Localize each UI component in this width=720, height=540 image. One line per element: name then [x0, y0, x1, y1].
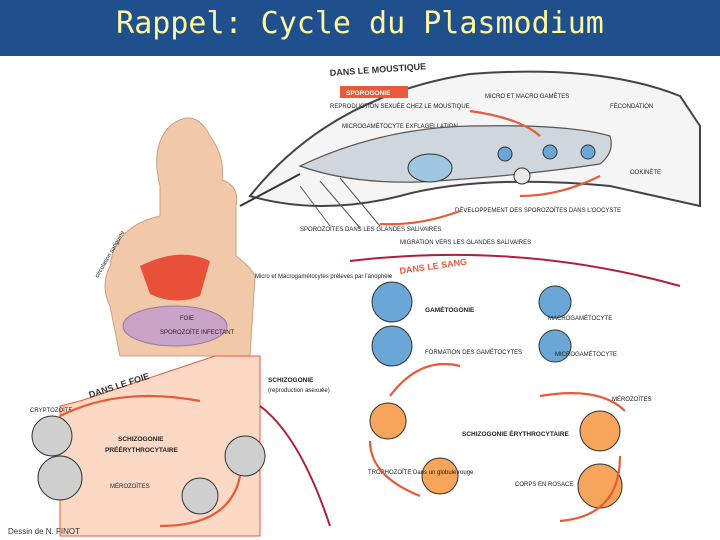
blood-header: DANS LE SANG	[399, 257, 468, 276]
gametogonie-label: GAMÉTOGONIE	[425, 305, 475, 314]
preerythro-line2: PRÉÉRYTHROCYTAIRE	[105, 445, 179, 454]
liver	[122, 305, 228, 347]
plasmodium-cycle-diagram: DANS LE MOUSTIQUE SPOROGONIE REPRODUCTIO…	[8, 61, 701, 537]
arrow-ery-3	[368, 440, 421, 498]
reproduction-label: REPRODUCTION SEXUÉE CHEZ LE MOUSTIQUE	[330, 103, 470, 110]
developpement-label: DÉVELOPPEMENT DES SPOROZOÏTES DANS L'OOC…	[455, 207, 621, 214]
trophozoite-label: TROPHOZOÏTE Dans un globule rouge	[368, 469, 474, 476]
sporogonie-badge	[340, 86, 408, 98]
arrow-ery-4	[389, 362, 461, 397]
human-body	[104, 117, 256, 357]
credit-text: Dessin de N. FINOT	[8, 527, 80, 536]
schizogonie-ery-label: SCHIZOGONIE ÉRYTHROCYTAIRE	[462, 429, 570, 438]
liver-cell-2	[37, 455, 83, 501]
micro-macro-gametes-label: MICRO ET MACRO GAMÈTES	[485, 93, 569, 100]
mosquito-section: DANS LE MOUSTIQUE SPOROGONIE REPRODUCTIO…	[239, 61, 701, 246]
liver-merozoites-label: MÉROZOÏTES	[110, 483, 150, 490]
preerythro-line1: SCHIZOGONIE	[118, 436, 164, 443]
sporozoite-infectant-label: SPOROZOÏTE INFECTANT	[160, 329, 235, 336]
blood-arc	[349, 253, 681, 287]
arrow-liver-1	[59, 394, 201, 417]
blood-section: DANS LE SANG GAMÉTOGONIE MACROGAMÉTOCYTE…	[349, 253, 681, 523]
migration-label: MIGRATION VERS LES GLANDES SALIVAIRES	[400, 240, 531, 246]
microgametocyte-label: MICROGAMÉTOCYTE	[555, 351, 617, 358]
liver-cell-3	[181, 477, 219, 515]
arrow-liver-2	[159, 475, 242, 528]
liver-cycle: DANS LE FOIE SCHIZOGONIE (reproduction a…	[30, 355, 331, 537]
mosquito-gut	[407, 153, 453, 183]
title-bar	[0, 0, 720, 56]
foie-label: FOIE	[180, 316, 194, 322]
schizont-cell	[579, 410, 621, 452]
ookinete-label: OOKINÈTE	[630, 169, 661, 176]
formation-label: FORMATION DES GAMÉTOCYTES	[425, 349, 522, 356]
macrogametocyte-cell	[538, 285, 572, 319]
arrow-ery-1	[539, 392, 626, 412]
arrow-developpement	[519, 175, 601, 198]
ookinete-cells	[497, 144, 596, 185]
mosquito-abdomen	[298, 125, 612, 183]
trophozoite-cell-1	[369, 402, 407, 440]
heart	[140, 254, 210, 301]
slide-title: Rappel: Cycle du Plasmodium	[116, 6, 604, 41]
human-figure: circulation sanguine FOIE SPOROZOÏTE INF…	[95, 117, 393, 357]
arrow-migration	[379, 209, 461, 226]
schizogonie-title: SCHIZOGONIE	[268, 377, 314, 384]
exflagellation-label: MICROGAMÉTOCYTE EXFLAGELLATION	[342, 123, 458, 130]
trophozoite-cell-2	[421, 457, 459, 495]
corps-rosace-label: CORPS EN ROSACE	[515, 482, 573, 488]
sporozoites-glandes-label: SPOROZOÏTES DANS LES GLANDES SALIVAIRES	[300, 226, 441, 233]
cryptozoite-label: CRYPTOZOÏTE	[30, 407, 72, 414]
gamete-cell-2	[371, 325, 413, 367]
sporogonie-label: SPOROGONIE	[346, 90, 391, 97]
arrow-ery-2	[559, 455, 622, 523]
arrow-fecondation	[469, 109, 541, 137]
macrogametocyte-label: MACROGAMÉTOCYTE	[548, 315, 612, 322]
liver-cell-1	[31, 415, 73, 457]
schizogonie-sub: (reproduction asexuée)	[268, 388, 330, 394]
prelevement-label: Micro et Macrogamétocytes prélevés par l…	[255, 274, 393, 280]
blood-merozoites-label: MÉROZOÏTES	[612, 396, 652, 403]
fecondation-label: FÉCONDATION	[610, 103, 653, 110]
liver-cell-4	[224, 435, 266, 477]
liver-blood-link	[259, 405, 331, 527]
mosquito-proboscis	[239, 173, 301, 207]
gamete-cell-1	[371, 281, 413, 323]
mosquito-legs	[299, 177, 381, 229]
microgametocyte-cell	[538, 329, 572, 363]
mosquito-header: DANS LE MOUSTIQUE	[329, 61, 426, 78]
